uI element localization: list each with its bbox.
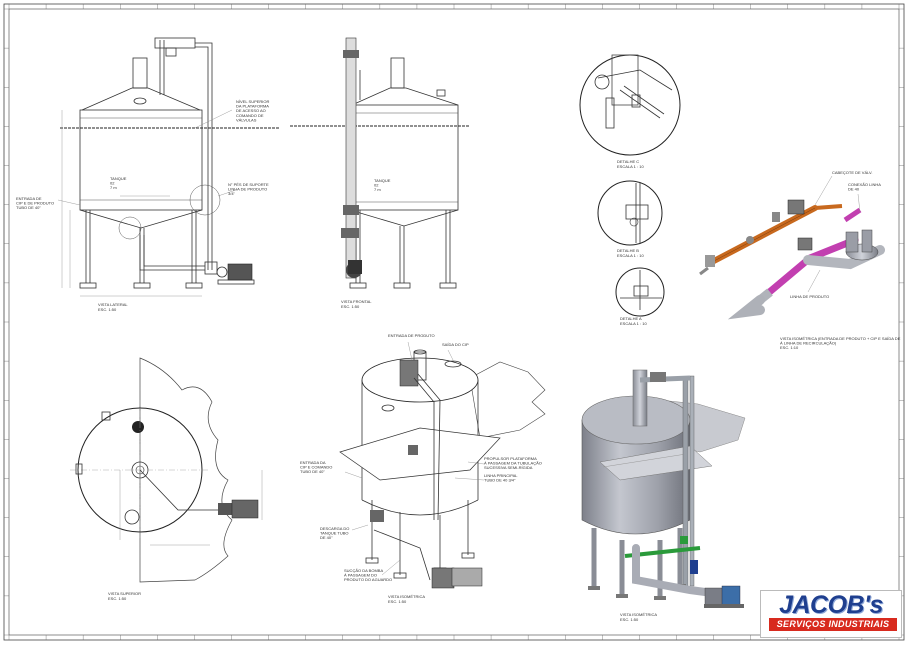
isometric-line-view: ENTRADA DE PRODUTO SAÍDA DO CIP ENTRADA … xyxy=(300,333,546,604)
piping-iso-caption: VISTA ISOMÉTRICA (ENTRADA DE PRODUTO + C… xyxy=(780,336,901,350)
detail-a: DETALHE A ESCALA 1 : 10 xyxy=(615,267,665,326)
detail-a-scale: ESCALA 1 : 10 xyxy=(620,321,647,326)
product-line-callout: LINHA DE PRODUTO xyxy=(790,294,829,299)
side-view-title: VISTA LATERAL xyxy=(98,302,128,307)
cip-outlet-label: SAÍDA DO CIP xyxy=(442,342,469,347)
top-view-scale: ESC. 1:50 xyxy=(108,596,127,601)
company-logo: JACOB's SERVIÇOS INDUSTRIAIS xyxy=(760,590,902,638)
top-view: VISTA SUPERIOR ESC. 1:50 xyxy=(70,357,263,601)
sheet-border xyxy=(3,3,905,641)
isometric-render-view: VISTA ISOMÉTRICA ESC. 1:50 xyxy=(581,369,746,622)
iso-section-title: VISTA ISOMÉTRICA xyxy=(388,594,425,599)
iso-render-scale: ESC. 1:50 xyxy=(620,617,639,622)
iso-section-scale: ESC. 1:50 xyxy=(388,599,407,604)
front-view-scale: ESC. 1:50 xyxy=(341,304,360,309)
detail-c-title: DETALHE C xyxy=(617,159,639,164)
valve-head-callout: CABEÇOTE DE VÁLV. xyxy=(832,170,872,175)
detail-b-title: DETALHE B xyxy=(617,248,639,253)
detail-c: DETALHE C ESCALA 1 : 10 xyxy=(579,54,681,169)
front-view-title: VISTA FRONTAL xyxy=(341,299,372,304)
iso-render-title: VISTA ISOMÉTRICA xyxy=(620,612,657,617)
detail-b: DETALHE B ESCALA 1 : 10 xyxy=(597,180,663,258)
logo-tagline: SERVIÇOS INDUSTRIAIS xyxy=(769,618,897,631)
side-view-scale: ESC. 1:50 xyxy=(98,307,117,312)
logo-name: JACOB's xyxy=(779,591,883,619)
product-inlet-label: ENTRADA DE PRODUTO xyxy=(388,333,435,338)
detail-c-scale: ESCALA 1 : 10 xyxy=(617,164,644,169)
top-view-title: VISTA SUPERIOR xyxy=(108,591,141,596)
detail-b-scale: ESCALA 1 : 10 xyxy=(617,253,644,258)
detail-a-title: DETALHE A xyxy=(620,316,642,321)
